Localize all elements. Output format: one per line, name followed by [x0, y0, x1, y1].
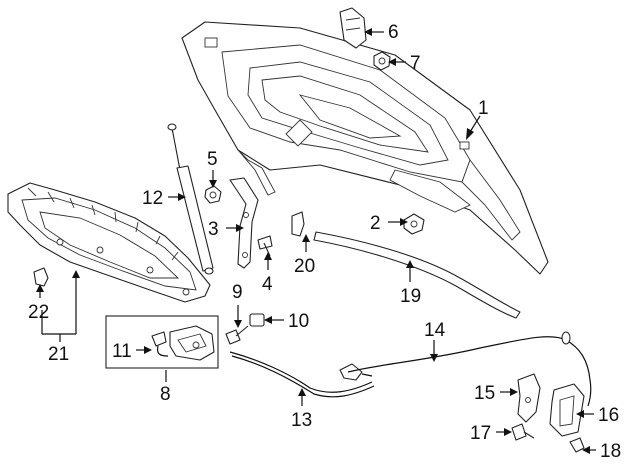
callout-19: 19 — [400, 286, 421, 307]
callout-21: 21 — [48, 344, 69, 365]
leader-lines — [36, 28, 596, 454]
callout-22: 22 — [28, 302, 49, 323]
callout-1: 1 — [478, 98, 489, 119]
hinge-bolt — [257, 235, 273, 257]
callout-12: 12 — [142, 188, 163, 209]
callout-10: 10 — [288, 311, 309, 332]
callout-8: 8 — [160, 384, 171, 405]
hood-clip — [339, 7, 367, 49]
callout-labels: 1 2 3 4 5 6 7 8 9 10 11 12 13 14 15 16 1… — [28, 22, 621, 462]
latch-bumper — [249, 313, 265, 327]
handle-bolt — [511, 423, 535, 441]
callout-9: 9 — [232, 282, 243, 303]
release-cable — [229, 331, 592, 407]
latch-assembly — [169, 325, 215, 361]
callout-7: 7 — [410, 53, 421, 74]
callout-4: 4 — [262, 274, 273, 295]
callout-17: 17 — [470, 423, 491, 444]
secondary-latch — [517, 373, 541, 423]
weatherstrip-seal — [313, 231, 521, 319]
strut-nut — [204, 185, 222, 204]
hood-bumper — [403, 213, 425, 235]
hood-hinge — [229, 177, 259, 269]
callout-13: 13 — [291, 410, 312, 431]
pad-retainer — [33, 267, 49, 287]
callout-16: 16 — [598, 405, 619, 426]
support-bracket — [291, 211, 305, 237]
lift-support-strut — [167, 123, 214, 275]
latch-inset-box — [105, 315, 219, 369]
hood-panel — [181, 21, 549, 275]
latch-connector — [151, 331, 169, 357]
insulator-pad — [7, 182, 211, 303]
callout-18: 18 — [600, 441, 621, 462]
cable-clip — [569, 437, 585, 453]
release-handle — [549, 383, 585, 437]
callout-14: 14 — [424, 320, 446, 341]
hood-nut — [373, 51, 391, 71]
callout-3: 3 — [208, 219, 219, 240]
latch-bolt — [225, 325, 249, 345]
callout-2: 2 — [370, 213, 381, 234]
callout-5: 5 — [207, 149, 218, 170]
callout-6: 6 — [388, 22, 399, 43]
callout-15: 15 — [474, 383, 495, 404]
callout-20: 20 — [294, 256, 315, 277]
callout-11: 11 — [112, 341, 132, 362]
